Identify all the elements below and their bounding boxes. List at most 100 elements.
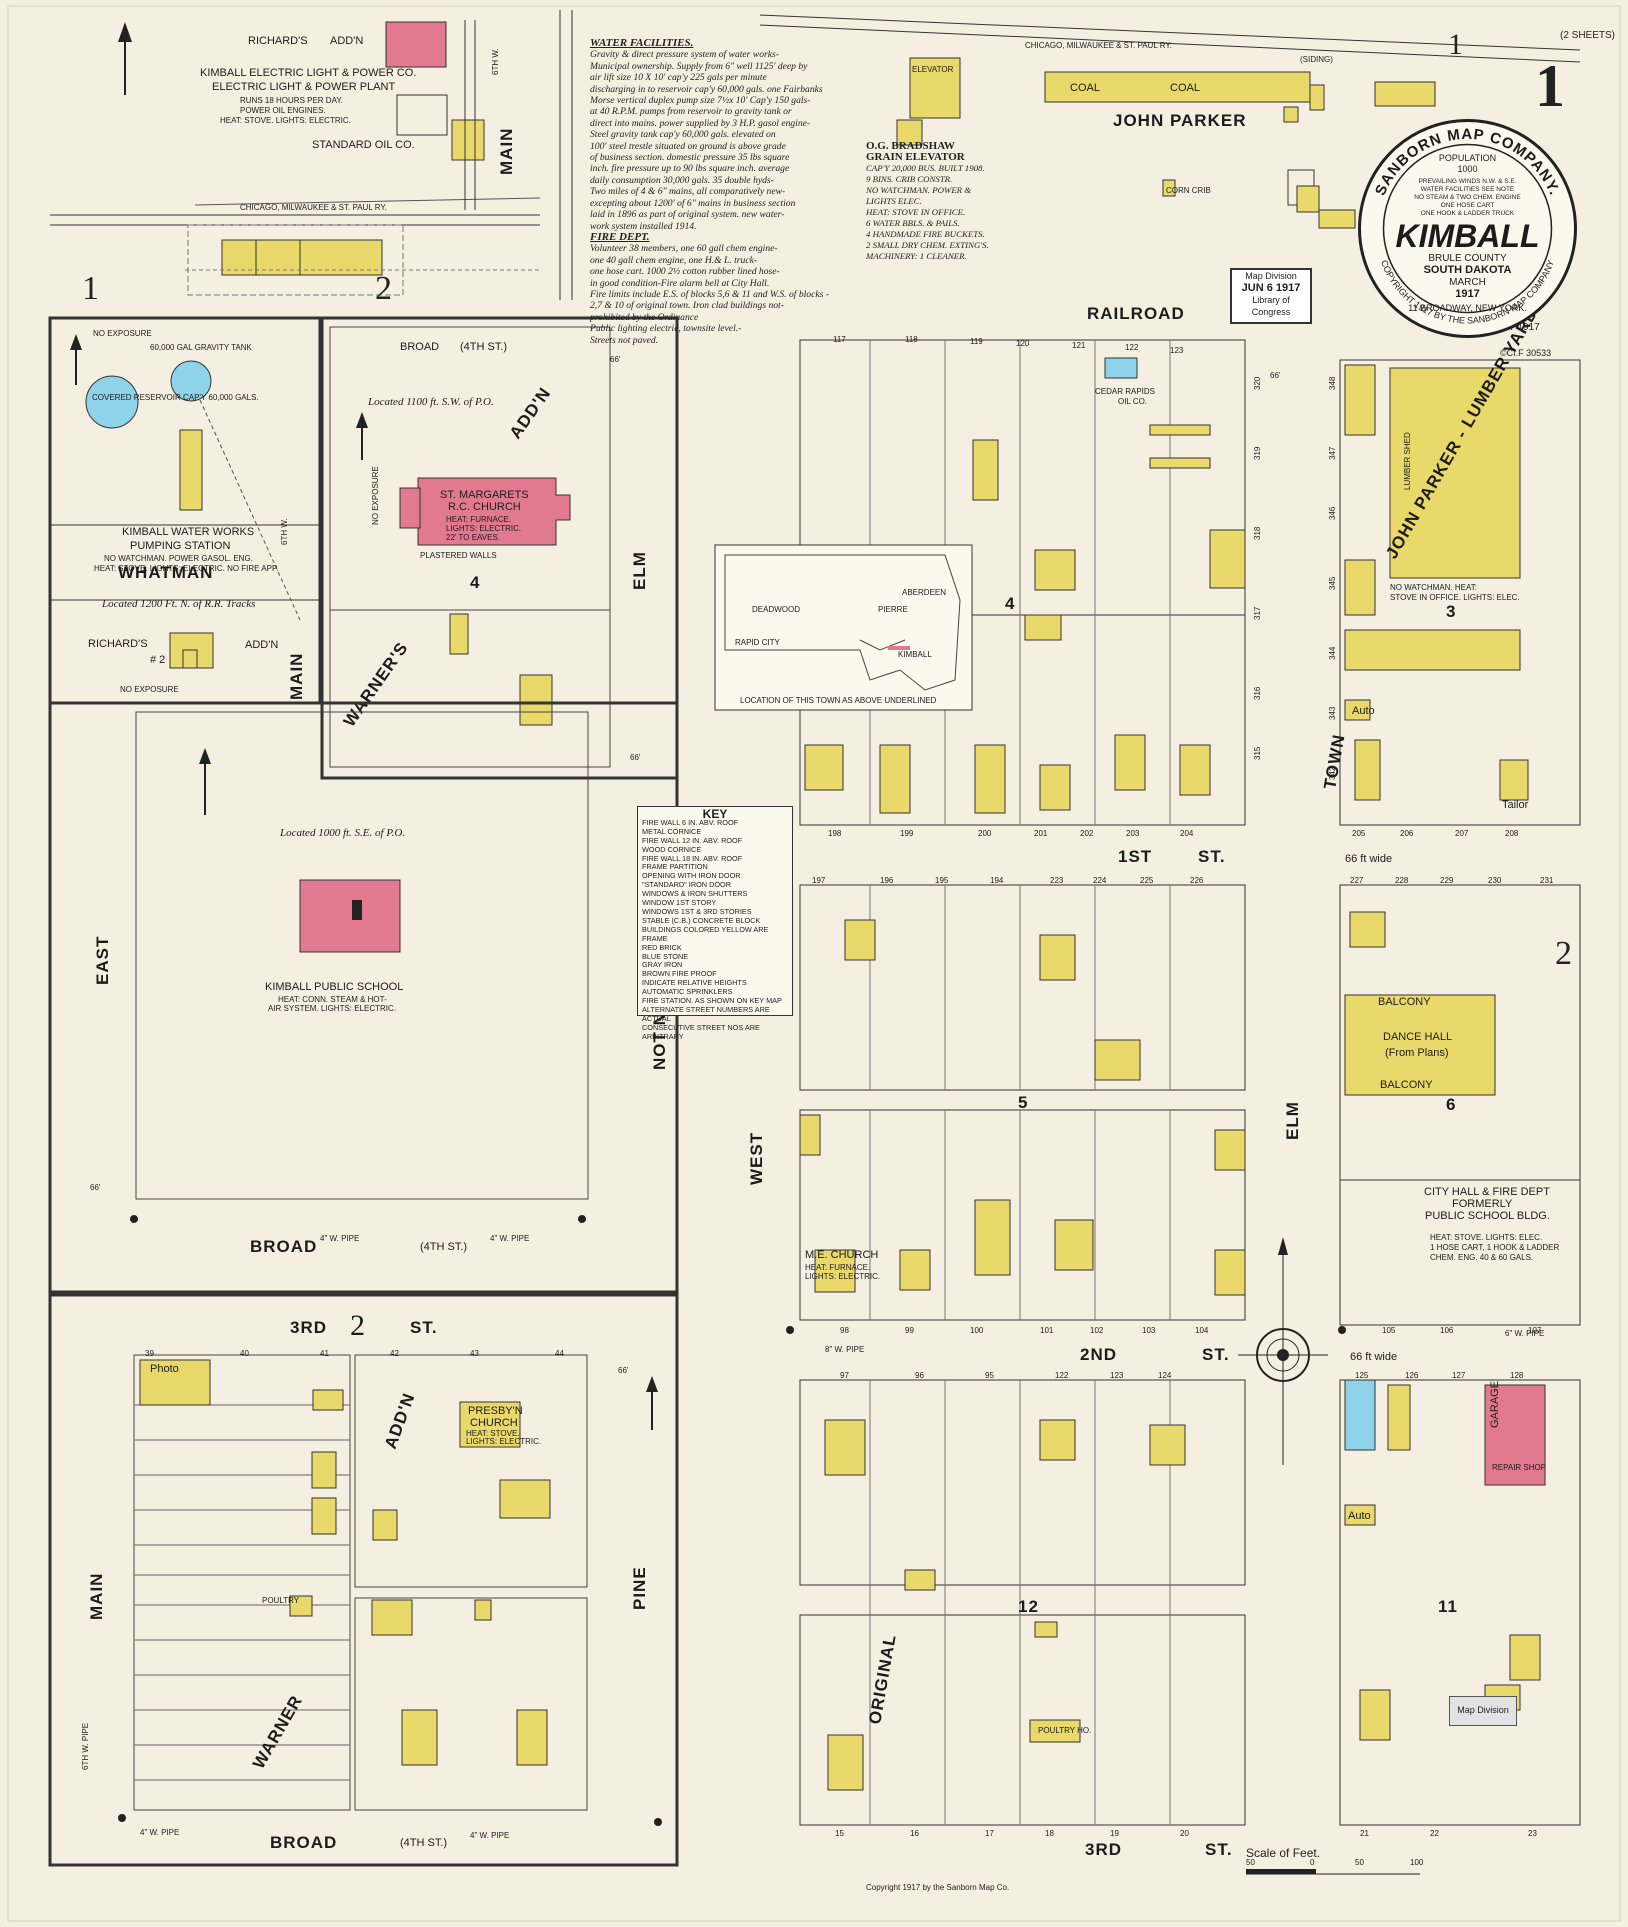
- city-hall-label: CITY HALL & FIRE DEPT: [1424, 1186, 1550, 1198]
- house-348: 348: [1328, 376, 1337, 390]
- key-title: KEY: [702, 807, 728, 821]
- third-street-label: 3RD: [1085, 1840, 1122, 1859]
- house-342: 342: [1328, 766, 1337, 780]
- house-42: 42: [390, 1349, 399, 1358]
- railway-inset-label: CHICAGO, MILWAUKEE & ST. PAUL RY.: [240, 203, 387, 212]
- house-23: 23: [1528, 1829, 1537, 1838]
- house-44: 44: [555, 1349, 564, 1358]
- house-15: 15: [835, 1829, 844, 1838]
- house-223: 223: [1050, 876, 1064, 885]
- sheet-corner-note: (2 SHEETS): [1560, 30, 1616, 41]
- house-95: 95: [985, 1371, 994, 1380]
- seal-graphic: SANBORN MAP COMPANY. COPYRIGHT 1917 BY T…: [1358, 119, 1577, 338]
- house-224: 224: [1093, 876, 1107, 885]
- inset-electric: RICHARD'S ADD'N KIMBALL ELECTRIC LIGHT &…: [50, 10, 573, 300]
- house-317: 317: [1253, 606, 1262, 620]
- key-item-2: METAL CORNICE: [642, 826, 702, 836]
- seal-year: 1917: [1455, 288, 1479, 300]
- elevator-notes: O.G. BRADSHAW GRAIN ELEVATOR CAP'Y 20,00…: [866, 141, 996, 262]
- plastered-label: PLASTERED WALLS: [420, 551, 497, 560]
- house-123: 123: [1170, 346, 1184, 355]
- water-line-10: of business section. domestic pressure 3…: [590, 152, 790, 164]
- house-123b: 123: [1110, 1371, 1124, 1380]
- elec-plant-label: ELECTRIC LIGHT & POWER PLANT: [212, 81, 395, 93]
- seal-county: BRULE COUNTY: [1428, 253, 1507, 264]
- school-line-1: HEAT: CONN. STEAM & HOT-: [278, 995, 387, 1004]
- house-346: 346: [1328, 506, 1337, 520]
- key-item-10: WINDOW 1ST STORY: [642, 898, 717, 908]
- water-line-6: at 40 R.P.M. pumps from reservoir to gra…: [590, 106, 792, 118]
- key-item-4: WOOD CORNICE: [642, 844, 702, 854]
- house-41: 41: [320, 1349, 329, 1358]
- house-102: 102: [1090, 1326, 1104, 1335]
- house-344: 344: [1328, 646, 1337, 660]
- tailor-label: Tailor: [1502, 799, 1529, 811]
- elevator-line-7: 2 SMALL DRY CHEM. EXTING'S.: [866, 240, 989, 250]
- compass-rose-icon: [1238, 1237, 1328, 1465]
- broad-b-sub: (4TH ST.): [420, 1241, 467, 1253]
- house-17: 17: [985, 1829, 994, 1838]
- locator-deadwood: DEADWOOD: [752, 605, 800, 614]
- ww-line-1: NO WATCHMAN. POWER GASOL. ENG.: [104, 554, 253, 563]
- church-name-a: ST. MARGARETS: [440, 489, 529, 501]
- church-line-2: LIGHTS: ELECTRIC.: [446, 524, 521, 533]
- key-item-18: INDICATE RELATIVE HEIGHTS AUTOMATIC SPRI…: [642, 978, 747, 997]
- main-top-label: MAIN: [497, 128, 516, 175]
- presby-label: PRESBY'N: [468, 1405, 523, 1417]
- school-line-2: AIR SYSTEM. LIGHTS: ELECTRIC.: [268, 1004, 396, 1013]
- house-100: 100: [970, 1326, 984, 1335]
- house-229: 229: [1440, 876, 1454, 885]
- house-22: 22: [1430, 1829, 1439, 1838]
- third-st-label: ST.: [1205, 1840, 1233, 1859]
- west-street-label: WEST: [747, 1132, 766, 1185]
- width-66-c: 66': [90, 1183, 101, 1192]
- key-item-3: FIRE WALL 12 IN. ABV. ROOF: [642, 835, 743, 845]
- seal-address: 11 BROADWAY, NEW YORK.: [1408, 303, 1527, 313]
- house-117: 117: [833, 335, 846, 344]
- house-204: 204: [1180, 829, 1194, 838]
- seal-month: MARCH: [1449, 277, 1486, 288]
- elevator-line-2: 9 BINS. CRIB CONSTR.: [866, 174, 953, 184]
- house-128: 128: [1510, 1371, 1524, 1380]
- pipe-4d-label: 4" W. PIPE: [140, 1828, 179, 1837]
- elevator-line-5: 6 WATER BBLS. & PAILS.: [866, 218, 960, 228]
- warners-top-num: 4: [470, 573, 480, 592]
- elevator-line-1: CAP'Y 20,000 BUS. BUILT 1908.: [866, 163, 985, 173]
- house-20: 20: [1180, 1829, 1189, 1838]
- no-exposure-3: NO EXPOSURE: [371, 466, 380, 525]
- house-231: 231: [1540, 876, 1554, 885]
- block-6-num: 6: [1446, 1095, 1456, 1114]
- w6-inset-label: 6TH W.: [280, 518, 289, 545]
- w6-bottom-label: 6TH W. PIPE: [81, 1723, 90, 1770]
- locator-rapid-city: RAPID CITY: [735, 638, 781, 647]
- railway-top-label: CHICAGO, MILWAUKEE & ST. PAUL RY.: [1025, 41, 1172, 50]
- richards2-addn: ADD'N: [245, 639, 278, 651]
- w6-top-label: 6TH W.: [491, 48, 500, 75]
- whatman-label: WHATMAN: [118, 563, 213, 582]
- fire-line-2: one 40 gall chem engine, one H.& L. truc…: [590, 254, 758, 266]
- broad-a-label: BROAD: [400, 341, 439, 353]
- inset-water-works: NO EXPOSURE 60,000 GAL GRAVITY TANK COVE…: [48, 316, 322, 705]
- city-hall-line-2: 1 HOSE CART, 1 HOOK & LADDER: [1430, 1243, 1559, 1252]
- house-99: 99: [905, 1326, 914, 1335]
- elevator-building: [909, 57, 961, 119]
- first-st-label: ST.: [1198, 847, 1226, 866]
- fire-line-8: Public lighting electric, townsite level…: [590, 323, 742, 335]
- auto-label-1: Auto: [1352, 705, 1375, 717]
- elm-a-label: ELM: [630, 551, 649, 590]
- third-main-st: ST.: [410, 1318, 438, 1337]
- railroad-area: CHICAGO, MILWAUKEE & ST. PAUL RY. (SIDIN…: [185, 14, 1581, 323]
- first-street-label: 1ST: [1118, 847, 1152, 866]
- elevator-line-8: MACHINERY: 1 CLEANER.: [866, 251, 967, 261]
- map-division-stamp-2: Map Division: [1449, 1696, 1517, 1726]
- balcony-bottom-label: BALCONY: [1380, 1079, 1433, 1091]
- elec-line-3: HEAT: STOVE. LIGHTS: ELECTRIC.: [220, 116, 351, 125]
- house-101: 101: [1040, 1326, 1054, 1335]
- seal-fact-5: ONE HOOK & LADDER TRUCK: [1421, 210, 1515, 217]
- block-11-num: 11: [1438, 1597, 1458, 1616]
- scale-bar: 50 0 50 100: [1246, 1858, 1424, 1875]
- st-margarets-church: [417, 477, 571, 546]
